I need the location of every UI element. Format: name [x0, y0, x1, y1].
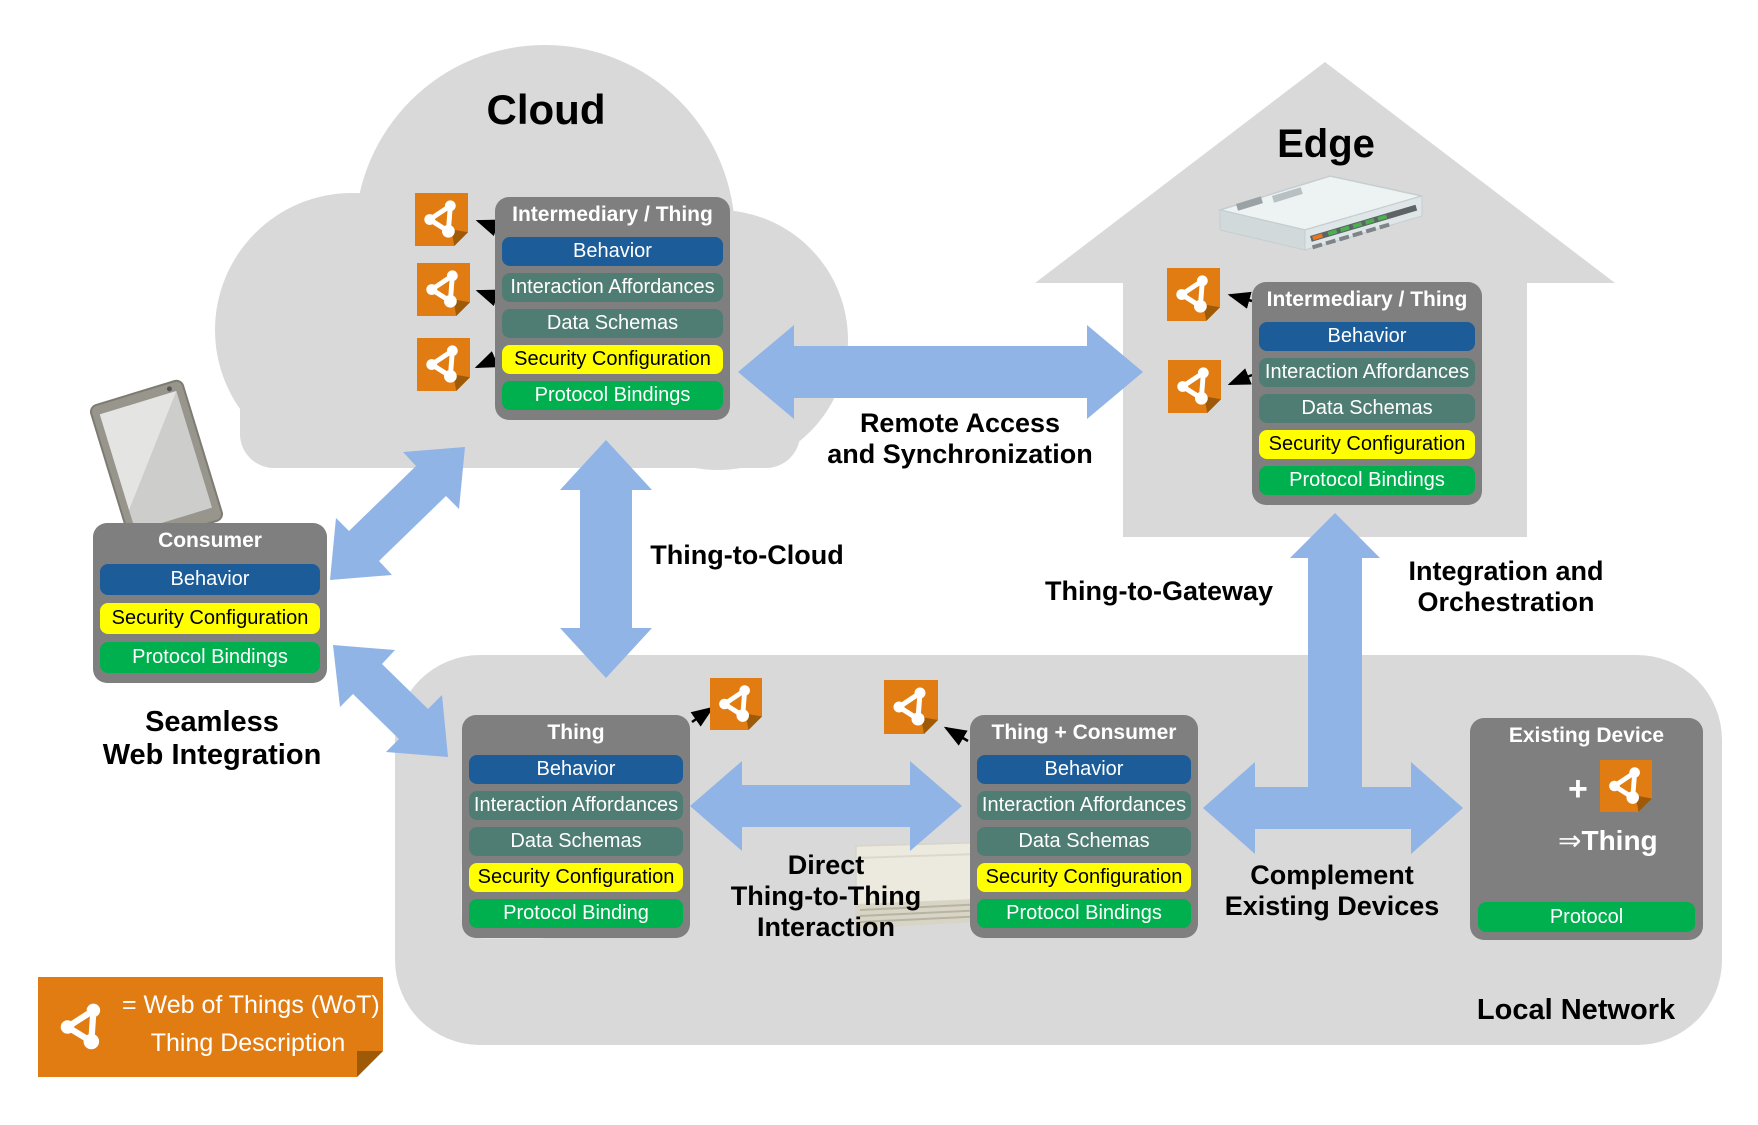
arrow-consumer-localnetwork [333, 645, 448, 757]
box-title: Thing + Consumer [991, 721, 1177, 744]
legend: = Web of Things (WoT) Thing Description [38, 977, 383, 1077]
seamless-line2: Web Integration [102, 739, 322, 771]
integration-line1: Integration and [1408, 556, 1604, 586]
direct-line3: Interaction [756, 912, 896, 942]
row-protocol-bindings: Protocol Bindings [1259, 466, 1475, 495]
integration-label: Integration and Orchestration [1409, 556, 1604, 618]
wot-td-icon [417, 338, 470, 391]
arrow-consumer-cloud [330, 447, 465, 580]
legend-line2: Thing Description [150, 1029, 346, 1057]
thing-box: Thing Behavior Interaction Affordances D… [462, 715, 690, 938]
thing-consumer-box: Thing + Consumer Behavior Interaction Af… [970, 715, 1198, 938]
wot-td-glyph-icon [54, 999, 110, 1055]
thing-word: Thing [1581, 825, 1658, 856]
row-protocol-bindings: Protocol Bindings [502, 381, 723, 410]
implies-arrow: ⇒ [1558, 825, 1582, 856]
row-interaction-affordances: Interaction Affordances [977, 791, 1191, 820]
box-title: Consumer [158, 529, 262, 552]
seamless-line1: Seamless [145, 706, 279, 738]
edge-router-image [1217, 175, 1423, 251]
row-protocol-binding: Protocol Binding [469, 899, 683, 928]
cloud-intermediary-box: Intermediary / Thing Behavior Interactio… [495, 197, 730, 420]
arrow-thing-to-cloud [560, 440, 652, 678]
arrow-remote-access [738, 325, 1143, 419]
arrow-gateway-and-complement [1203, 513, 1463, 854]
seamless-label: Seamless Web Integration [103, 706, 322, 772]
row-protocol-bindings: Protocol Bindings [977, 899, 1191, 928]
thing-to-gateway-label: Thing-to-Gateway [1045, 576, 1273, 606]
implies-thing-label: ⇒Thing [1558, 824, 1658, 857]
remote-access-line2: and Synchronization [827, 439, 1093, 469]
row-security-configuration: Security Configuration [977, 863, 1191, 892]
row-security-configuration: Security Configuration [502, 345, 723, 374]
row-security-configuration: Security Configuration [469, 863, 683, 892]
remote-access-line1: Remote Access [859, 408, 1061, 438]
row-interaction-affordances: Interaction Affordances [1259, 358, 1475, 387]
direct-interaction-label: Direct Thing-to-Thing Interaction [731, 850, 921, 943]
wot-td-icon [1167, 268, 1220, 321]
edge-zone-title: Edge [1277, 122, 1375, 166]
row-behavior: Behavior [502, 237, 723, 266]
wot-td-icon [884, 680, 938, 734]
arrow-direct-interaction [690, 761, 962, 851]
row-data-schemas: Data Schemas [977, 827, 1191, 856]
direct-line1: Direct [787, 850, 865, 880]
existing-device-box: Existing Device + ⇒Thing Protocol [1470, 718, 1703, 940]
row-security-configuration: Security Configuration [100, 603, 320, 634]
wot-td-icon [1600, 760, 1652, 812]
box-title: Thing [547, 721, 605, 744]
row-behavior: Behavior [1259, 322, 1475, 351]
tablet-image [89, 379, 223, 547]
remote-access-label: Remote Access and Synchronization [827, 408, 1093, 470]
complement-line2: Existing Devices [1224, 891, 1440, 921]
box-title: Intermediary / Thing [512, 203, 713, 226]
box-title: Existing Device [1508, 724, 1665, 747]
wot-td-icon [417, 263, 470, 316]
row-data-schemas: Data Schemas [502, 309, 723, 338]
row-data-schemas: Data Schemas [1259, 394, 1475, 423]
row-security-configuration: Security Configuration [1259, 430, 1475, 459]
complement-line1: Complement [1250, 860, 1414, 890]
box-title: Intermediary / Thing [1266, 288, 1468, 311]
row-protocol-bindings: Protocol Bindings [100, 642, 320, 673]
edge-intermediary-box: Intermediary / Thing Behavior Interactio… [1252, 282, 1482, 505]
row-data-schemas: Data Schemas [469, 827, 683, 856]
row-behavior: Behavior [469, 755, 683, 784]
consumer-box: Consumer Behavior Security Configuration… [93, 523, 327, 683]
row-protocol: Protocol [1478, 902, 1695, 932]
row-behavior: Behavior [977, 755, 1191, 784]
row-interaction-affordances: Interaction Affordances [469, 791, 683, 820]
thing-to-cloud-label: Thing-to-Cloud [650, 540, 844, 570]
complement-label: Complement Existing Devices [1225, 860, 1440, 922]
direct-line2: Thing-to-Thing [730, 881, 922, 911]
wot-td-icon [1168, 360, 1221, 413]
integration-line2: Orchestration [1417, 587, 1595, 617]
row-interaction-affordances: Interaction Affordances [502, 273, 723, 302]
row-behavior: Behavior [100, 564, 320, 595]
plus-sign: + [1568, 770, 1588, 808]
legend-line1: = Web of Things (WoT) [122, 991, 380, 1019]
local-network-zone-title: Local Network [1476, 994, 1676, 1026]
wot-td-icon [415, 193, 468, 246]
wot-td-icon [710, 678, 762, 730]
cloud-zone-title: Cloud [486, 86, 606, 133]
